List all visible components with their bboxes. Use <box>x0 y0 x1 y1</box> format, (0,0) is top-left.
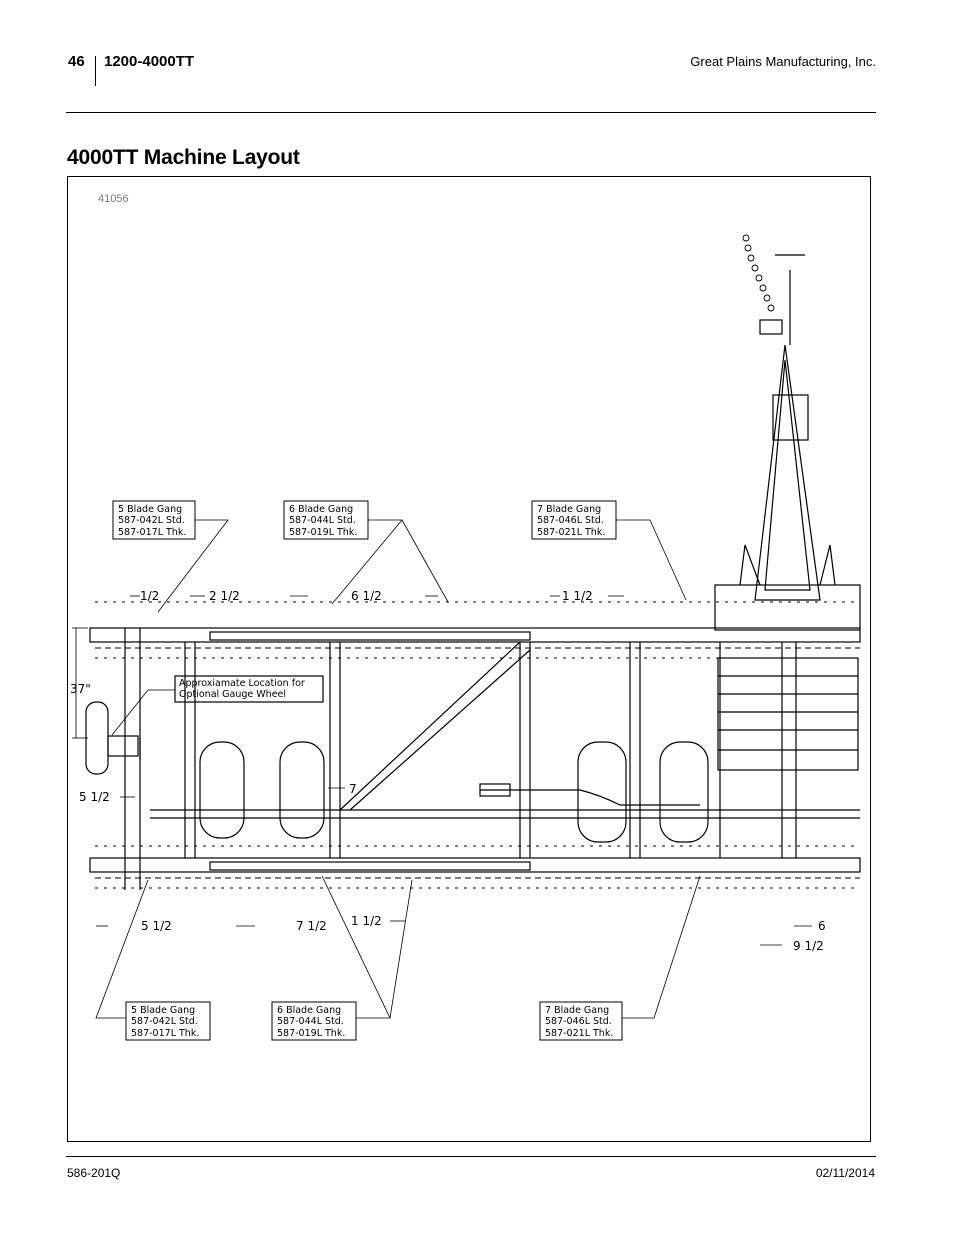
callout-4-line-3: 587-017L Thk. <box>131 1028 199 1039</box>
safety-chain <box>742 234 775 312</box>
gauge-note-line-1: Approxiamate Location for <box>179 678 305 689</box>
front-disc-gangs <box>95 601 860 659</box>
dim-bot-5: 9 1/2 <box>793 939 824 953</box>
callout-5-line-3: 587-019L Thk. <box>277 1028 345 1039</box>
header-divider <box>95 56 96 86</box>
callout-5-line-2: 587-044L Std. <box>277 1016 344 1027</box>
callout-2-line-2: 587-044L Std. <box>289 515 356 526</box>
dim-height: 37" <box>70 682 91 696</box>
dim-side: 5 1/2 <box>79 790 110 804</box>
callout-4-line-2: 587-042L Std. <box>131 1016 198 1027</box>
front-frame-tube <box>89 627 861 643</box>
gauge-note-line-2: Optional Gauge Wheel <box>179 689 286 700</box>
dim-bot-3: 1 1/2 <box>351 914 382 928</box>
callout-3-line-3: 587-021L Thk. <box>537 527 605 538</box>
callout-labels: 5 Blade Gang 587-042L Std. 587-017L Thk.… <box>118 504 613 1039</box>
revision-date: 02/11/2014 <box>815 1166 875 1180</box>
dimension-labels: 1/2 2 1/2 6 1/2 1 1/2 37" 5 1/2 7 5 1/2 … <box>70 589 826 953</box>
dim-top-4: 1 1/2 <box>562 589 593 603</box>
company-name: Great Plains Manufacturing, Inc. <box>690 54 876 69</box>
callout-5-line-1: 6 Blade Gang <box>277 1005 341 1016</box>
callout-3-line-1: 7 Blade Gang <box>537 504 601 515</box>
callout-6-line-2: 587-046L Std. <box>545 1016 612 1027</box>
callout-3-line-2: 587-046L Std. <box>537 515 604 526</box>
callout-1-line-2: 587-042L Std. <box>118 515 185 526</box>
dim-bot-4: 6 <box>818 919 826 933</box>
footer-rule <box>66 1156 876 1157</box>
callout-2-line-3: 587-019L Thk. <box>289 527 357 538</box>
figure-frame <box>67 176 871 1142</box>
callout-boxes <box>112 500 623 1041</box>
page-number: 46 <box>68 53 85 70</box>
leader-lines <box>72 519 812 1019</box>
dim-top-1: 1/2 <box>140 589 159 603</box>
dim-bot-2: 7 1/2 <box>296 919 327 933</box>
dim-mid: 7 <box>349 782 357 796</box>
callout-4-line-1: 5 Blade Gang <box>131 1005 195 1016</box>
dim-top-3: 6 1/2 <box>351 589 382 603</box>
dim-bot-1: 5 1/2 <box>141 919 172 933</box>
header-rule <box>66 112 876 113</box>
page-title: 4000TT Machine Layout <box>67 146 300 169</box>
figure-number: 41056 <box>98 193 129 205</box>
callout-6-line-1: 7 Blade Gang <box>545 1005 609 1016</box>
callout-1-line-1: 5 Blade Gang <box>118 504 182 515</box>
document-number: 586-201Q <box>67 1166 121 1180</box>
callout-1-line-3: 587-017L Thk. <box>118 527 186 538</box>
callout-6-line-3: 587-021L Thk. <box>545 1028 613 1039</box>
dim-top-2: 2 1/2 <box>209 589 240 603</box>
model-name: 1200-4000TT <box>104 53 195 70</box>
callout-2-line-1: 6 Blade Gang <box>289 504 353 515</box>
rear-frame-tube <box>89 857 861 873</box>
rear-disc-gangs <box>95 845 860 889</box>
